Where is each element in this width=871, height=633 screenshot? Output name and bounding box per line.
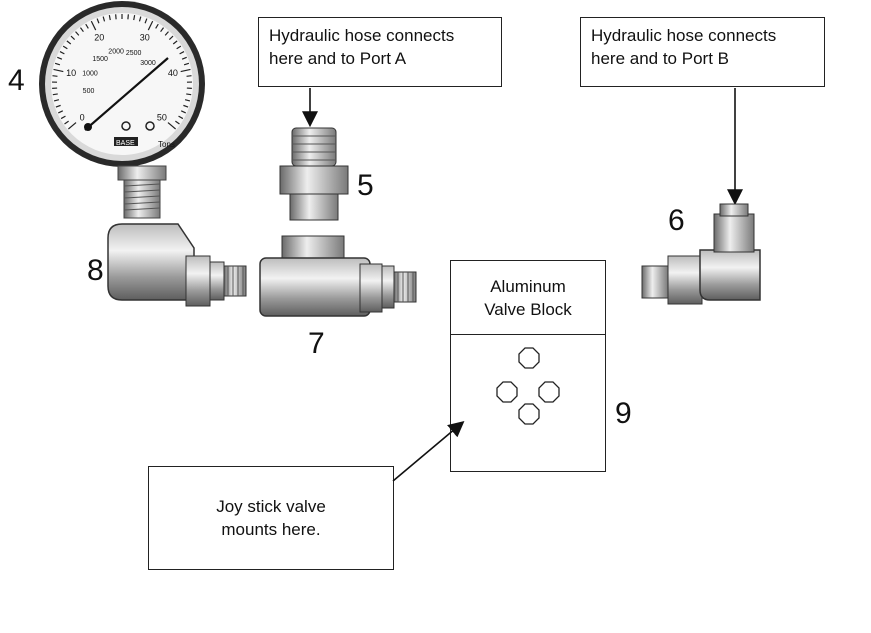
gauge-tick	[133, 15, 136, 21]
gauge-tick	[108, 15, 111, 21]
gauge-outer-label: 20	[94, 32, 104, 42]
gauge-tick	[66, 40, 72, 45]
gauge-tick	[144, 18, 148, 24]
arrow-joystick	[392, 420, 465, 482]
callout-hose-port-a: Hydraulic hose connects here and to Port…	[258, 17, 502, 87]
part-number-9: 9	[615, 397, 632, 430]
gauge-tick	[75, 31, 80, 36]
part-number-8: 8	[87, 254, 104, 287]
elbow-fitting-gauge	[107, 223, 247, 307]
gauge-outer-label: 30	[140, 32, 150, 42]
callout-hose-port-a-line2: here and to Port A	[269, 49, 407, 68]
gauge-tick	[179, 51, 185, 55]
callout-joystick-valve: Joy stick valve mounts here.	[148, 466, 394, 570]
gauge-tick	[102, 16, 106, 22]
part-number-7: 7	[308, 327, 325, 360]
gauge-tick	[53, 99, 60, 102]
gauge-tick	[180, 68, 191, 73]
gauge-tick	[60, 115, 66, 120]
gauge-tick	[167, 122, 177, 130]
gauge-tick	[183, 62, 190, 66]
tee-fitting	[259, 235, 417, 317]
straight-fitting	[279, 127, 349, 221]
gauge-tick	[176, 45, 182, 50]
callout-hose-port-b: Hydraulic hose connects here and to Port…	[580, 17, 825, 87]
gauge-outer-label: 10	[66, 68, 76, 78]
gauge-tick	[155, 23, 159, 29]
gauge-tick	[52, 75, 58, 77]
gauge-tick	[138, 16, 142, 22]
gauge-tick	[54, 62, 61, 66]
gauge-tick	[160, 27, 165, 33]
gauge-outer-label: 50	[157, 112, 167, 122]
callout-joystick-line1: Joy stick valve	[216, 497, 326, 516]
gauge-inner-label: 3000	[140, 60, 156, 67]
callout-hose-port-b-line2: here and to Port B	[591, 49, 729, 68]
gauge-tick	[59, 51, 65, 55]
gauge-tick	[53, 68, 64, 73]
gauge-inner-label: 2000	[108, 49, 124, 56]
gauge-tick	[183, 104, 189, 108]
gauge-tick	[181, 56, 187, 60]
part-number-5: 5	[357, 169, 374, 202]
gauge-tick	[64, 120, 69, 125]
gauge-tick	[67, 122, 77, 130]
gauge-tick	[55, 104, 61, 108]
gauge-inner-label: 2500	[126, 50, 142, 57]
callout-hose-port-a-line1: Hydraulic hose connects	[269, 26, 455, 45]
gauge-tick	[90, 20, 97, 31]
valve-block-line1: Aluminum	[490, 277, 566, 296]
part-number-4: 4	[8, 64, 25, 97]
gauge-tick	[178, 115, 184, 120]
elbow-fitting-port-b	[641, 203, 761, 305]
gauge-outer-label: 0	[80, 112, 85, 122]
callout-hose-port-b-line1: Hydraulic hose connects	[591, 26, 777, 45]
gauge-tick	[147, 20, 154, 31]
valve-block-ports	[496, 347, 560, 425]
gauge-unit: Tons	[158, 140, 175, 149]
gauge-tick	[164, 31, 169, 36]
gauge-tick	[175, 120, 180, 125]
gauge-tick	[57, 56, 63, 60]
callout-joystick-line2: mounts here.	[221, 520, 321, 539]
gauge-tick	[85, 23, 89, 29]
valve-block-line2: Valve Block	[484, 300, 572, 319]
gauge-tick	[62, 45, 68, 50]
gauge-brand: BASE	[116, 140, 135, 147]
gauge-tick	[79, 27, 84, 33]
gauge-outer-label: 40	[168, 68, 178, 78]
gauge-tick	[180, 110, 186, 114]
valve-block-body	[450, 334, 606, 472]
gauge-tick	[168, 35, 174, 40]
gauge-tick	[186, 75, 192, 77]
valve-block-label: Aluminum Valve Block	[450, 260, 606, 336]
gauge-tick	[58, 110, 64, 114]
gauge-tick	[172, 40, 178, 45]
gauge-tick	[52, 93, 58, 96]
gauge-tick	[70, 35, 76, 40]
gauge-inner-label: 500	[83, 88, 95, 95]
gauge-tick	[96, 18, 100, 24]
part-number-6: 6	[668, 204, 685, 237]
gauge-tick	[184, 99, 191, 102]
gauge-tick	[186, 93, 192, 96]
gauge-inner-label: 1000	[82, 70, 98, 77]
gauge-inner-label: 1500	[92, 56, 108, 63]
